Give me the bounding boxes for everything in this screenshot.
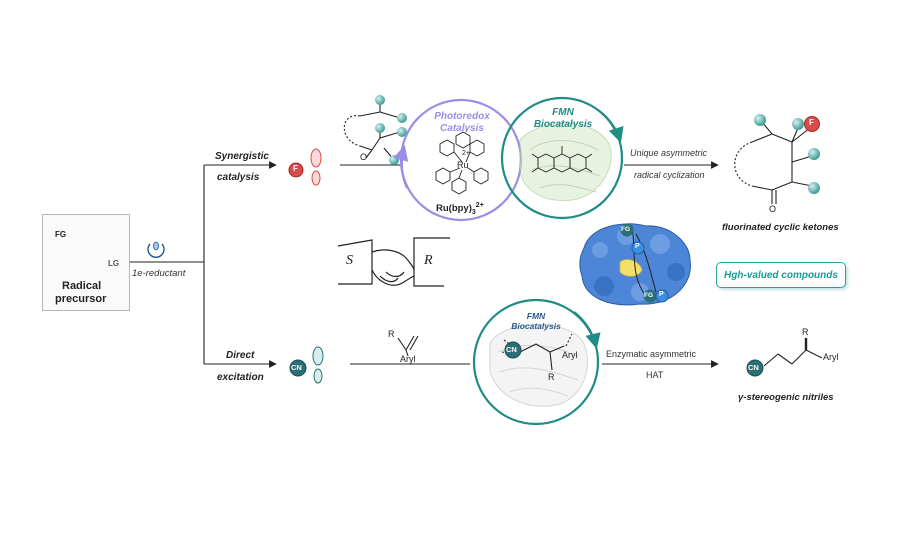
- fg-ball-protein-2: [643, 289, 657, 303]
- fmn-bottom-title: FMN Biocatalysis: [498, 311, 574, 331]
- product-f-label: F: [809, 118, 814, 127]
- photoredox-title-2: Catalysis: [440, 123, 484, 134]
- product-cn-label: CN: [748, 363, 759, 372]
- ru-charge-label: 2+: [462, 150, 470, 157]
- ru-formula-main: Ru(bpy): [436, 203, 472, 215]
- fg-ball-protein: [620, 223, 634, 237]
- fmn-bottom-title-1: FMN: [526, 311, 546, 321]
- nitrile-product: [763, 338, 823, 367]
- product-o-label: O: [769, 204, 777, 214]
- fluorine-atom-label: F: [293, 164, 298, 173]
- bottom-arrow-label-2: HAT: [646, 370, 664, 380]
- top-product-name: fluorinated cyclic ketones: [722, 222, 839, 233]
- enzyme-ribbon-bottom: [489, 324, 588, 407]
- excitation-label: excitation: [217, 372, 264, 383]
- phosphate-ball-2: [655, 289, 669, 303]
- fmn-arrow-top: [597, 109, 624, 143]
- branch-connectors: [128, 161, 719, 368]
- ru-formula-sup: 2+: [475, 202, 484, 209]
- protein-fg-label: FG: [621, 226, 631, 233]
- cn-atom-label: CN: [291, 363, 302, 372]
- top-arrow-label-2: radical cyclization: [634, 170, 705, 180]
- protein-p2-label: P: [659, 291, 664, 298]
- fmn-arrow-bottom: [573, 311, 601, 349]
- photoredox-arrow: [393, 145, 409, 189]
- product-r-label: R: [802, 327, 809, 337]
- bottom-product-name: γ-stereogenic nitriles: [738, 392, 834, 403]
- ru-bpy-structure: [435, 131, 489, 195]
- photoredox-title: Photoredox Catalysis: [420, 111, 504, 135]
- alkene-aryl-label: Aryl: [400, 354, 416, 364]
- ru-center-label: Ru: [457, 160, 469, 170]
- flavin-structure: [531, 146, 593, 173]
- fg-label: FG: [55, 230, 67, 239]
- s-label: S: [346, 253, 353, 268]
- protein-p1-label: P: [635, 243, 640, 250]
- protein-fg2-label: FG: [644, 292, 654, 299]
- r-label: R: [424, 253, 433, 268]
- fmn-top-title-2: Biocatalysis: [533, 119, 593, 130]
- product-aryl-label: Aryl: [823, 352, 839, 362]
- high-value-compounds-text: Hgh-valued compounds: [724, 269, 838, 281]
- alkene-substrate: [397, 335, 419, 357]
- protein-surface: [579, 223, 691, 306]
- fluorinated-ketone-product: [734, 121, 813, 204]
- direct-label: Direct: [226, 350, 255, 361]
- reductant-label: 1e-reductant: [132, 268, 186, 279]
- enzyme-r-label: R: [548, 372, 555, 382]
- enzyme-ribbon-top: [519, 122, 612, 202]
- top-arrow-label-1: Unique asymmetric: [630, 148, 708, 158]
- fmn-top-title-1: FMN: [552, 107, 574, 118]
- cn-ball-enzyme: [504, 341, 522, 359]
- product-balls-top: [754, 114, 820, 194]
- photoredox-title-1: Photoredox: [434, 111, 490, 122]
- synergistic-label: Synergistic: [215, 151, 269, 162]
- fmn-bottom-title-2: Biocatalysis: [511, 321, 561, 331]
- radical-precursor-title-1: Radical: [62, 280, 102, 292]
- handshake-icon: [337, 237, 450, 287]
- alkene-r-label: R: [388, 329, 395, 339]
- radical-precursor-title-2: precursor: [55, 293, 107, 305]
- lg-label: LG: [108, 259, 120, 268]
- diene-ketone-substrate: [343, 100, 401, 161]
- enzyme-cn-label: CN: [506, 345, 517, 354]
- electron-reductant-icon: [147, 241, 165, 258]
- ru-formula-sub: 3: [471, 209, 476, 217]
- substrate-o-label: O: [360, 152, 368, 162]
- catalysis-label: catalysis: [217, 172, 260, 183]
- fmn-top-title: FMN Biocatalysis: [518, 107, 608, 131]
- bottom-arrow-label-1: Enzymatic asymmetric: [606, 349, 697, 359]
- fmn-cycle-top: [500, 96, 624, 220]
- high-value-compounds-badge: Hgh-valued compounds: [716, 262, 846, 288]
- phosphate-ball-1: [631, 241, 645, 255]
- radical-precursor-panel: [42, 214, 130, 311]
- fmn-cycle-bottom: [472, 298, 600, 426]
- enzyme-aryl-label: Aryl: [562, 350, 578, 360]
- cn-ball-product: [746, 359, 764, 377]
- ru-formula: Ru(bpy)32+: [436, 202, 484, 216]
- cn-radical-icon: [289, 346, 324, 384]
- fluorine-radical-icon: [288, 148, 322, 186]
